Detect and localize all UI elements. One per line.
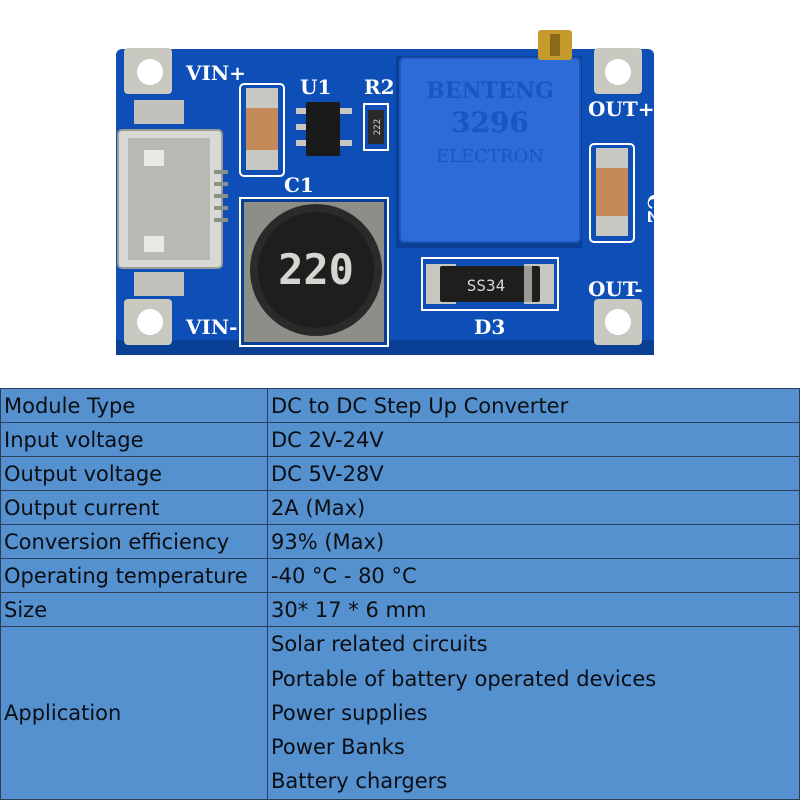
spec-label: Operating temperature xyxy=(0,558,268,593)
product-photo: 222 BENTENG 3296 ELECTRON 220 xyxy=(0,0,800,388)
diode-d3: SS34 xyxy=(421,257,559,311)
application-list: Solar related circuits Portable of batte… xyxy=(267,626,800,800)
trimmer-potentiometer: BENTENG 3296 ELECTRON xyxy=(396,30,582,248)
label-c1: C1 xyxy=(284,173,314,197)
spec-label: Size xyxy=(0,592,268,627)
spec-label: Conversion efficiency xyxy=(0,524,268,559)
spec-row: Module Type DC to DC Step Up Converter xyxy=(0,388,800,423)
svg-text:222: 222 xyxy=(373,119,383,135)
svg-text:220: 220 xyxy=(278,245,354,294)
label-u1: U1 xyxy=(300,75,331,99)
mounting-pad-top-right xyxy=(594,48,642,94)
spec-row-application: Application Solar related circuits Porta… xyxy=(0,626,800,800)
application-item: Power supplies xyxy=(271,700,428,725)
application-item: Solar related circuits xyxy=(271,632,488,657)
label-out-minus: OUT- xyxy=(588,277,643,301)
spec-row: Size 30* 17 * 6 mm xyxy=(0,592,800,627)
spec-label: Application xyxy=(0,626,268,800)
specifications-table: Module Type DC to DC Step Up Converter I… xyxy=(0,388,800,800)
spec-value: DC 2V-24V xyxy=(267,422,800,457)
application-item: Battery chargers xyxy=(271,769,448,794)
spec-value: DC 5V-28V xyxy=(267,456,800,491)
micro-usb-connector xyxy=(117,100,228,296)
spec-value: 2A (Max) xyxy=(267,490,800,525)
spec-row: Output current 2A (Max) xyxy=(0,490,800,525)
ic-u1 xyxy=(296,102,352,156)
application-item: Portable of battery operated devices xyxy=(271,666,657,691)
svg-text:SS34: SS34 xyxy=(467,276,506,295)
inductor: 220 xyxy=(239,197,389,347)
spec-label: Output current xyxy=(0,490,268,525)
label-r2: R2 xyxy=(364,75,395,99)
boost-converter-board-image: 222 BENTENG 3296 ELECTRON 220 xyxy=(116,30,667,355)
mounting-pad-bottom-left xyxy=(124,299,172,345)
application-item: Power Banks xyxy=(271,735,405,760)
capacitor-c2 xyxy=(589,143,635,243)
spec-label: Output voltage xyxy=(0,456,268,491)
spec-row: Operating temperature -40 °C - 80 °C xyxy=(0,558,800,593)
spec-label: Module Type xyxy=(0,388,268,423)
label-vin-minus: VIN- xyxy=(185,315,237,339)
svg-text:ELECTRON: ELECTRON xyxy=(436,146,544,167)
capacitor-c1 xyxy=(239,83,285,177)
spec-value: 93% (Max) xyxy=(267,524,800,559)
spec-value: -40 °C - 80 °C xyxy=(267,558,800,593)
mounting-pad-bottom-right xyxy=(594,299,642,345)
label-c2: C2 xyxy=(643,194,667,224)
spec-row: Input voltage DC 2V-24V xyxy=(0,422,800,457)
label-d3: D3 xyxy=(474,315,505,339)
label-vin-plus: VIN+ xyxy=(185,61,246,85)
svg-text:3296: 3296 xyxy=(451,106,529,139)
spec-value: DC to DC Step Up Converter xyxy=(267,388,800,423)
spec-value: 30* 17 * 6 mm xyxy=(267,592,800,627)
mounting-pad-top-left xyxy=(124,48,172,94)
spec-label: Input voltage xyxy=(0,422,268,457)
resistor-r2: 222 xyxy=(363,103,389,151)
spec-row: Output voltage DC 5V-28V xyxy=(0,456,800,491)
label-out-plus: OUT+ xyxy=(588,97,655,121)
svg-text:BENTENG: BENTENG xyxy=(426,78,554,104)
spec-row: Conversion efficiency 93% (Max) xyxy=(0,524,800,559)
